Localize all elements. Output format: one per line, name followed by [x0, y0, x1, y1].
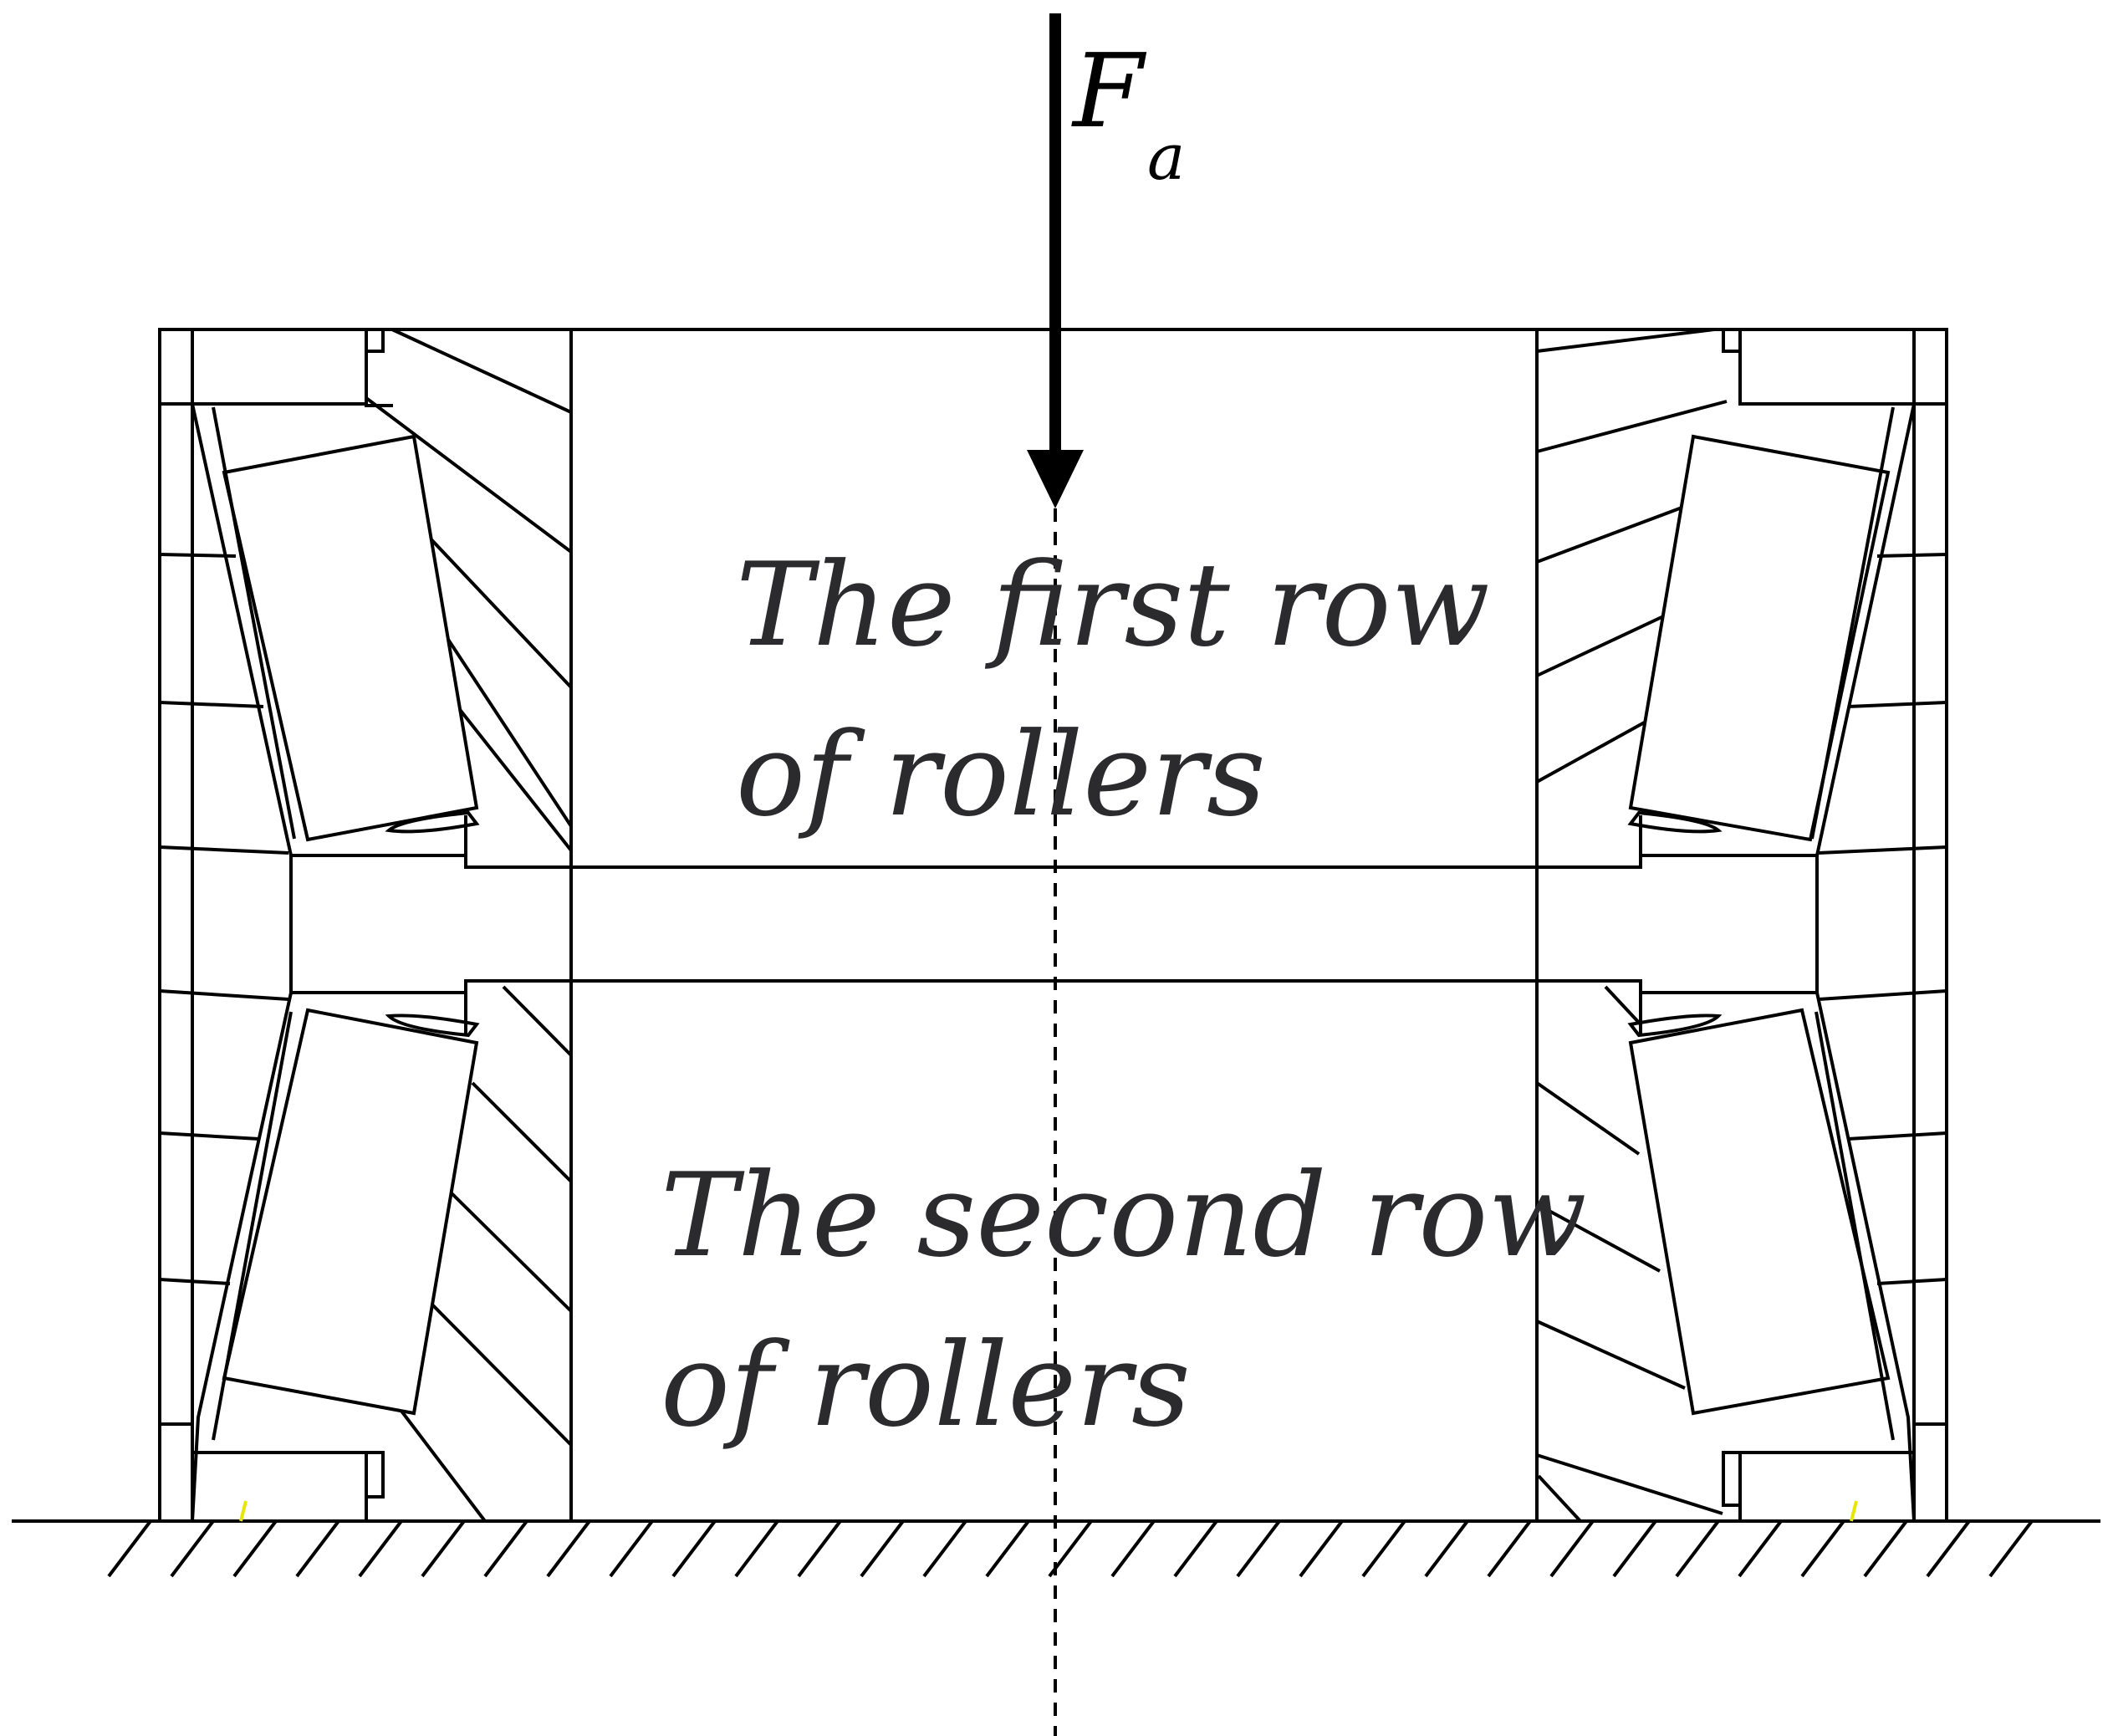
ground-hatch-line: [232, 1519, 278, 1578]
ground-hatch-line: [922, 1519, 967, 1578]
ground-hatch-line: [671, 1519, 717, 1578]
yellow-marks: [239, 1500, 1858, 1522]
second-row-label-line2: of rollers: [661, 1318, 1191, 1453]
ground-hatch-line: [1612, 1519, 1657, 1578]
roller-bottom-left: [212, 1008, 480, 1441]
ground-hatch-line: [1299, 1519, 1344, 1578]
ground-hatch-line: [1800, 1519, 1845, 1578]
ground-hatch-line: [1173, 1519, 1218, 1578]
ground-hatch-line: [1487, 1519, 1532, 1578]
ground-hatch-line: [1110, 1519, 1156, 1578]
ground-hatch-line: [1738, 1519, 1783, 1578]
right-inner-ring-top: [1536, 328, 1742, 855]
ground-hatch-line: [1236, 1519, 1281, 1578]
ground-hatch-line: [295, 1519, 340, 1578]
roller-top-left: [212, 406, 480, 842]
ground-hatch-line: [1549, 1519, 1595, 1578]
force-subscript: a: [1147, 120, 1186, 194]
right-outer-ring: [1738, 329, 1947, 1522]
roller-bottom-right: [1627, 1008, 1895, 1441]
left-inner-ring-bottom: [366, 985, 573, 1523]
ground-hatching: [107, 1519, 2034, 1578]
ground-hatch-line: [483, 1519, 528, 1578]
second-row-label-line1: The second row: [661, 1148, 1587, 1283]
ground-hatch-line: [734, 1519, 779, 1578]
force-arrow: [1027, 13, 1084, 508]
ground-hatch-line: [1361, 1519, 1406, 1578]
ground-hatch-line: [1926, 1519, 1971, 1578]
ground-hatch-line: [546, 1519, 591, 1578]
left-inner-ring-top: [365, 328, 573, 855]
ground-hatch-line: [421, 1519, 466, 1578]
ground-hatch-line: [107, 1519, 152, 1578]
first-row-label-line2: of rollers: [736, 707, 1266, 842]
roller-top-right: [1627, 406, 1895, 842]
ground-hatch-line: [797, 1519, 842, 1578]
ground-hatch-line: [860, 1519, 905, 1578]
first-row-label-line1: The first row: [736, 538, 1490, 672]
ground-hatch-line: [1424, 1519, 1469, 1578]
right-inner-ring-bottom: [1535, 985, 1740, 1523]
ground-hatch-line: [609, 1519, 654, 1578]
force-symbol: F: [1073, 32, 1144, 151]
ground-hatch-line: [985, 1519, 1030, 1578]
ground-hatch-line: [170, 1519, 215, 1578]
ground-hatch-line: [1863, 1519, 1908, 1578]
ground-hatch-line: [1988, 1519, 2034, 1578]
ground-hatch-line: [1675, 1519, 1720, 1578]
ground-hatch-line: [358, 1519, 403, 1578]
